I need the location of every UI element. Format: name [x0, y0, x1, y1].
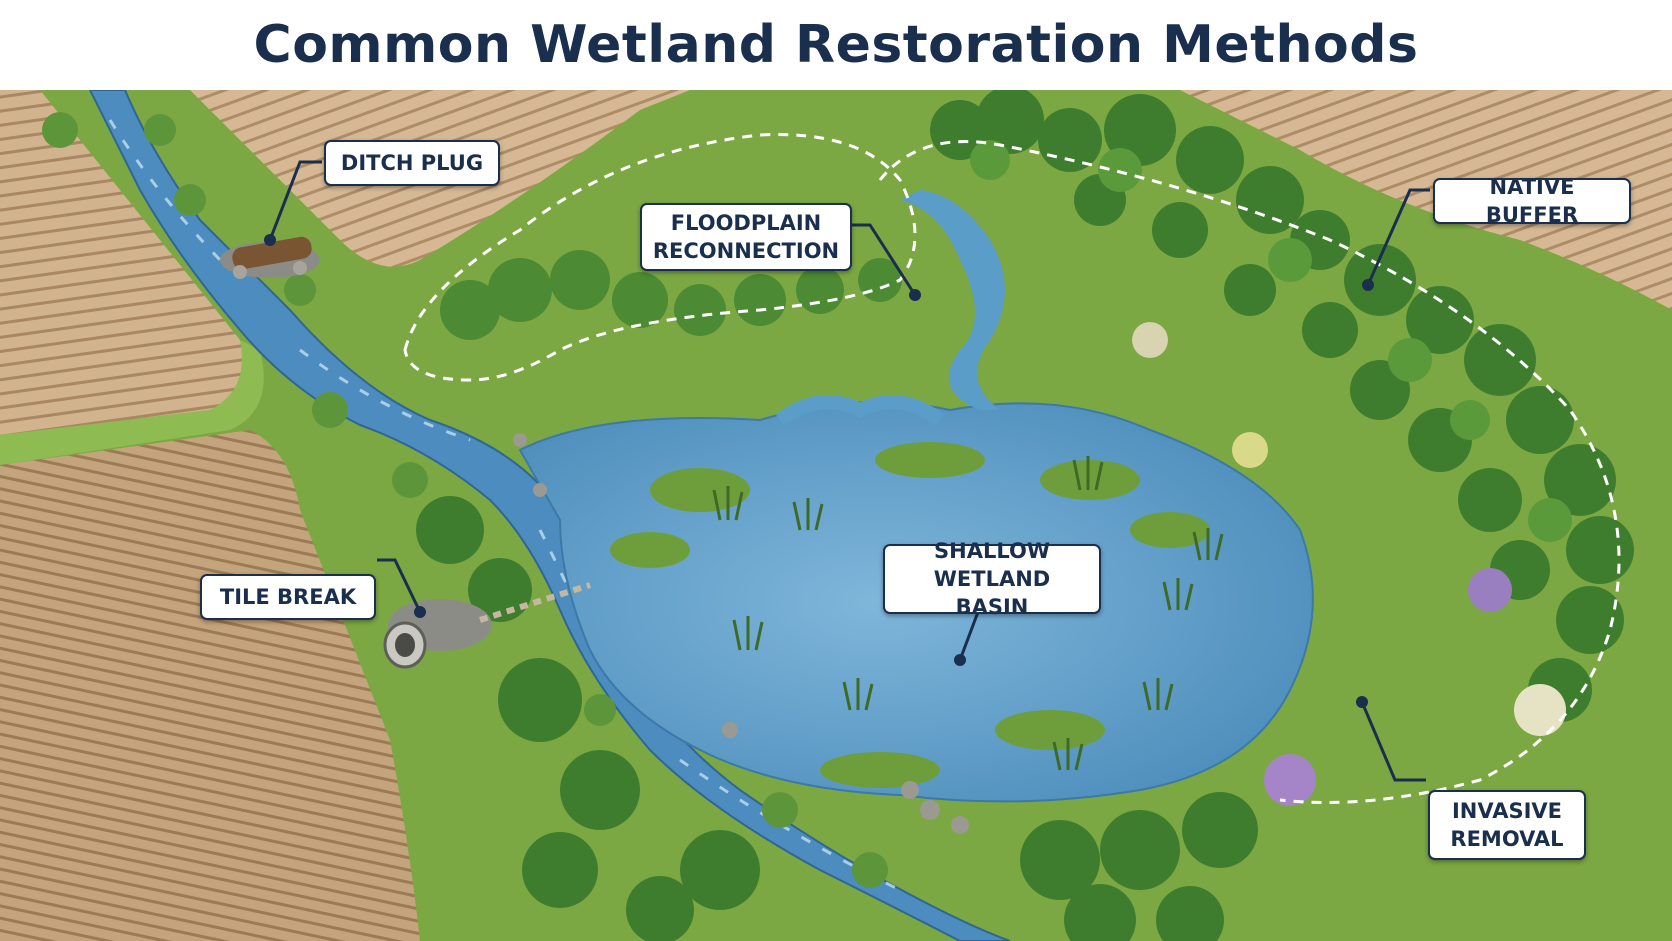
label-native-buffer: NATIVE BUFFER	[1433, 175, 1631, 227]
crop-field-lower-left	[0, 430, 420, 941]
flowering-shrubs	[1132, 322, 1566, 806]
tree-cluster-lower	[416, 496, 1258, 941]
native-buffer-outline	[878, 140, 1621, 804]
label-tile-break: TILE BREAK	[200, 574, 376, 620]
label-shallow-wetland-basin: SHALLOW WETLAND BASIN	[883, 539, 1101, 619]
floodplain-reconnection-outline	[403, 133, 917, 382]
crop-field-upper-right	[1180, 90, 1672, 310]
label-floodplain-reconnection: FLOODPLAIN RECONNECTION	[640, 203, 852, 271]
emergent-reeds	[712, 456, 1224, 771]
label-invasive-removal: INVASIVE REMOVAL	[1428, 790, 1586, 860]
title-bar: Common Wetland Restoration Methods	[0, 0, 1672, 90]
ditch-plug-structure	[220, 236, 320, 279]
floodplain-grove	[440, 250, 902, 340]
wetland-illustration: DITCH PLUG FLOODPLAIN RECONNECTION NATIV…	[0, 90, 1672, 941]
crop-field-upper-left	[0, 90, 242, 435]
upper-inflow-channel	[900, 190, 1005, 410]
leader-dots	[264, 234, 1374, 708]
diagram-title: Common Wetland Restoration Methods	[253, 15, 1419, 75]
label-ditch-plug: DITCH PLUG	[324, 140, 500, 186]
stream-channel	[88, 90, 1011, 941]
